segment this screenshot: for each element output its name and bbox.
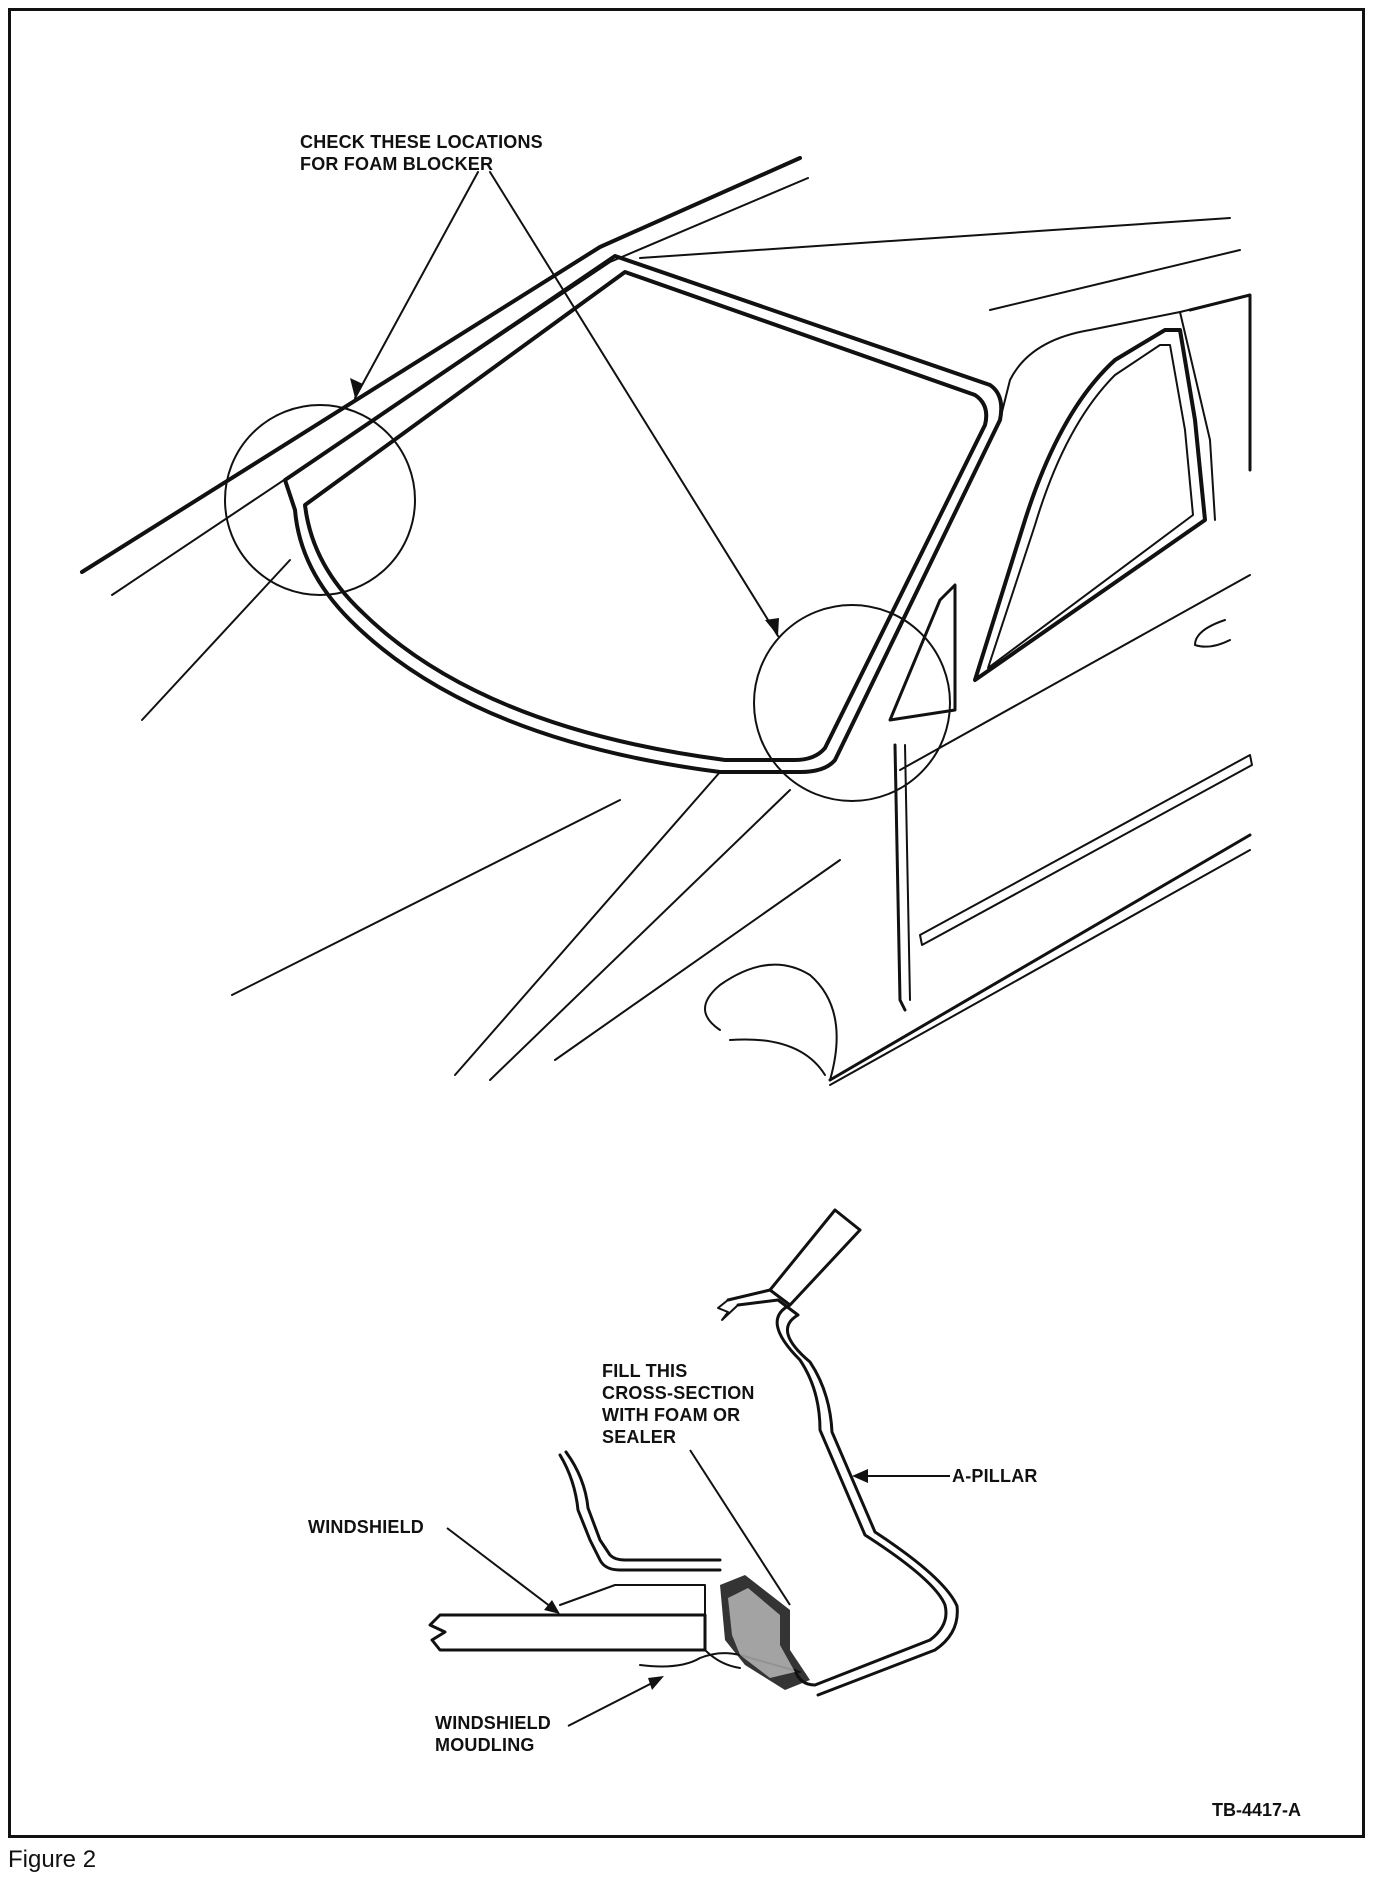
reference-code: TB-4417-A <box>1212 1800 1302 1820</box>
glass-stop <box>558 1450 722 1572</box>
arrowhead-moulding <box>648 1676 664 1690</box>
windshield-glass-section <box>428 1613 707 1652</box>
inspection-circle-upper <box>224 404 416 596</box>
hood-right <box>554 859 841 1061</box>
b-pillar <box>1179 311 1216 521</box>
figure-border <box>8 8 1365 1838</box>
moulding-lip <box>704 1649 741 1669</box>
arrowhead-upper <box>350 378 363 398</box>
a-pillar-label: A-PILLAR <box>952 1466 1038 1486</box>
a-pillar-cut-end <box>717 1299 739 1321</box>
leader-arrow-lower <box>489 171 779 637</box>
leader-fill <box>689 1449 791 1606</box>
moulding-section <box>639 1652 801 1673</box>
inspection-circle-lower <box>753 604 951 802</box>
windshield-upper-layer <box>559 1584 706 1616</box>
a-pillar-section <box>726 1288 959 1697</box>
fill-cross-section-label: FILL THIS CROSS-SECTION WITH FOAM OR SEA… <box>602 1361 755 1447</box>
mirror-base <box>888 583 957 722</box>
a-pillar-outer <box>999 299 1231 421</box>
door-front-edge-2 <box>904 744 911 1001</box>
door-handle <box>1194 619 1231 648</box>
sealer-fill <box>720 1575 810 1690</box>
leader-moulding <box>567 1679 659 1727</box>
check-locations-label: CHECK THESE LOCATIONS FOR FOAM BLOCKER <box>300 132 543 174</box>
hood-line-left <box>141 559 291 721</box>
figure-caption: Figure 2 <box>8 1846 97 1873</box>
rocker <box>828 833 1252 1082</box>
fender-line <box>729 1038 826 1076</box>
hood-crease <box>231 799 621 996</box>
rocker-2 <box>829 849 1251 1086</box>
arrowhead-windshield <box>544 1600 560 1614</box>
cross-section-detail <box>428 1208 959 1697</box>
rear-window-strip <box>1188 293 1252 472</box>
body-moulding <box>919 754 1253 946</box>
door-window-frame <box>973 328 1207 682</box>
arrowhead-lower <box>765 618 779 636</box>
wheel-arch <box>704 963 838 1081</box>
a-pillar-top-flange <box>768 1208 862 1307</box>
roof-rail-right <box>639 217 1231 259</box>
windshield-glass <box>303 270 989 762</box>
roof-rail-right-2 <box>989 249 1241 311</box>
arrowhead-a-pillar <box>852 1469 868 1483</box>
body-side-line <box>899 574 1251 771</box>
windshield-moulding-label: WINDSHIELD MOUDLING <box>435 1713 551 1755</box>
leader-windshield <box>446 1527 556 1611</box>
cowl-line <box>454 771 721 1076</box>
windshield-frame-outer <box>283 254 1004 774</box>
windshield-label: WINDSHIELD <box>308 1517 424 1537</box>
roof-line <box>80 156 802 574</box>
leader-arrow-upper <box>354 171 479 399</box>
door-front-edge <box>893 743 907 1012</box>
roof-line-inner <box>111 177 809 596</box>
hood-center <box>489 789 791 1081</box>
door-window-inner <box>987 344 1194 669</box>
